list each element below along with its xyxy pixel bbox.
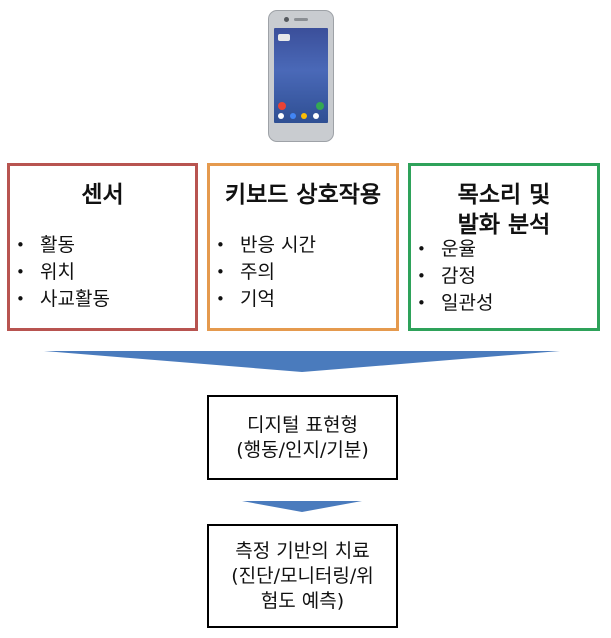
down-arrow-small [242,501,362,512]
smartphone-icon [268,10,334,142]
voice-speech-analysis-title-line: 발화 분석 [457,212,551,238]
list-item: 감정 [411,263,493,290]
keyboard-interaction-title: 키보드 상호작용 [210,180,396,210]
keyboard-interaction-title-line: 키보드 상호작용 [224,182,382,208]
voice-speech-analysis-title-line: 목소리 및 [457,182,551,208]
measurement-therapy-line: 험도 예측) [260,589,345,612]
phone-app-icon [301,113,307,119]
keyboard-interaction-list: 반응 시간 주의 기억 [210,232,316,313]
digital-phenotype-box: 디지털 표현형 (행동/인지/기분) [207,395,398,480]
list-item: 운율 [411,236,493,263]
keyboard-interaction-box: 키보드 상호작용 반응 시간 주의 기억 [207,163,399,331]
sensor-title: 센서 [10,180,195,210]
voice-speech-analysis-title: 목소리 및 발화 분석 [411,180,597,240]
phone-screen [274,28,328,123]
sensor-list: 활동 위치 사교활동 [10,232,110,313]
down-arrow-large [44,351,560,372]
voice-speech-analysis-box: 목소리 및 발화 분석 운율 감정 일관성 [408,163,600,331]
digital-phenotype-line: (행동/인지/기분) [236,438,369,461]
list-item: 일관성 [411,290,493,317]
list-item: 기억 [210,286,316,313]
digital-phenotype-line: 디지털 표현형 [247,413,358,436]
list-item: 위치 [10,259,110,286]
phone-camera [284,17,289,22]
measurement-therapy-line: (진단/모니터링/위 [231,564,374,587]
phone-app-icon [278,113,284,119]
phone-app-icon [290,113,296,119]
phone-search-widget [278,34,290,41]
list-item: 활동 [10,232,110,259]
list-item: 주의 [210,259,316,286]
phone-app-icon [313,113,319,119]
phone-speaker [294,18,308,21]
phone-app-icon [316,102,324,110]
measurement-based-therapy-box: 측정 기반의 치료 (진단/모니터링/위 험도 예측) [207,524,398,628]
sensor-title-line: 센서 [81,182,124,208]
list-item: 반응 시간 [210,232,316,259]
voice-speech-analysis-list: 운율 감정 일관성 [411,236,493,317]
sensor-box: 센서 활동 위치 사교활동 [7,163,198,331]
measurement-therapy-line: 측정 기반의 치료 [235,539,370,562]
phone-app-icon [278,102,286,110]
list-item: 사교활동 [10,286,110,313]
